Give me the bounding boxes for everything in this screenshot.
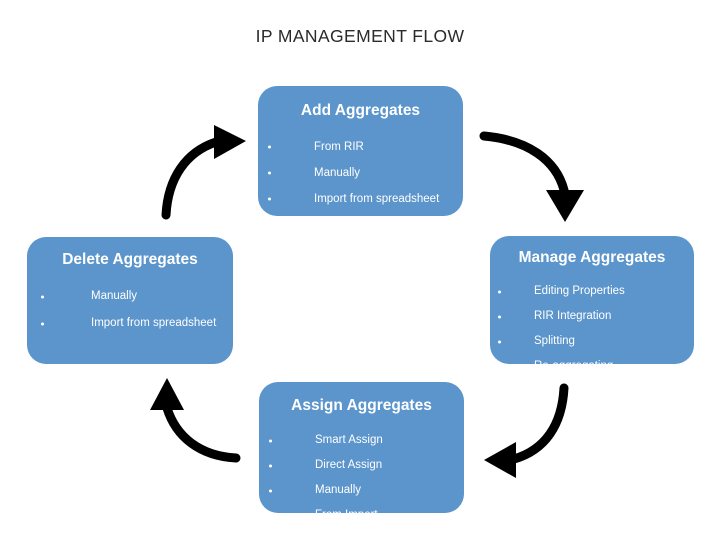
- arrow-add-to-manage: [479, 131, 584, 222]
- bullet-label: From RIR: [314, 141, 364, 154]
- node-delete-bullets: Manually Import from spreadsheet: [41, 283, 233, 337]
- bullet-label: Editing Properties: [534, 285, 625, 298]
- bullet-label: From Import: [315, 509, 378, 522]
- bullet-dot-icon: [41, 322, 44, 326]
- arrow-assign-to-delete: [150, 378, 241, 463]
- bullet-label: Manually: [314, 167, 361, 180]
- list-item: RIR Integration: [498, 304, 694, 329]
- bullet-label: Direct Assign: [315, 459, 383, 472]
- bullet-dot-icon: [498, 340, 501, 344]
- node-assign-aggregates[interactable]: Assign Aggregates Smart Assign Direct As…: [259, 382, 464, 521]
- bullet-dot-icon: [268, 145, 271, 149]
- node-assign-bullets: Smart Assign Direct Assign Manually From…: [269, 428, 464, 528]
- list-item: Import from spreadsheet: [41, 310, 233, 337]
- bullet-label: Manually: [315, 484, 362, 497]
- page-title: IP MANAGEMENT FLOW: [255, 26, 465, 46]
- list-item: Smart Assign: [269, 428, 464, 453]
- bullet-label: RIR Integration: [534, 310, 612, 323]
- list-item: Splitting: [498, 329, 694, 354]
- bullet-dot-icon: [498, 290, 501, 294]
- bullet-dot-icon: [498, 365, 501, 369]
- bullet-dot-icon: [268, 197, 271, 201]
- node-manage-aggregates[interactable]: Manage Aggregates Editing Properties RIR…: [490, 236, 694, 372]
- list-item: From RIR: [268, 134, 463, 160]
- bullet-label: Manually: [91, 290, 138, 303]
- node-manage-title: Manage Aggregates: [518, 249, 666, 266]
- bullet-label: Smart Assign: [315, 434, 383, 447]
- list-item: Manually: [268, 160, 463, 186]
- list-item: Manually: [41, 283, 233, 310]
- bullet-dot-icon: [269, 514, 272, 518]
- bullet-dot-icon: [41, 295, 44, 299]
- bullet-label: Import from spreadsheet: [91, 317, 217, 330]
- node-delete-aggregates[interactable]: Delete Aggregates Manually Import from s…: [27, 237, 233, 364]
- bullet-label: Re-aggregating: [534, 360, 614, 373]
- node-delete-title: Delete Aggregates: [62, 251, 198, 268]
- bullet-dot-icon: [269, 489, 272, 493]
- list-item: Manually: [269, 478, 464, 503]
- bullet-dot-icon: [498, 315, 501, 319]
- arrow-manage-to-assign: [484, 383, 569, 478]
- list-item: Direct Assign: [269, 453, 464, 478]
- node-add-bullets: From RIR Manually Import from spreadshee…: [268, 134, 463, 212]
- bullet-label: Import from spreadsheet: [314, 193, 440, 206]
- node-assign-title: Assign Aggregates: [291, 397, 432, 414]
- list-item: Re-aggregating: [498, 354, 694, 379]
- bullet-label: Splitting: [534, 335, 575, 348]
- bullet-dot-icon: [268, 171, 271, 175]
- bullet-dot-icon: [269, 439, 272, 443]
- bullet-dot-icon: [269, 464, 272, 468]
- node-manage-bullets: Editing Properties RIR Integration Split…: [498, 279, 694, 379]
- arrow-delete-to-add: [161, 125, 246, 220]
- list-item: From Import: [269, 503, 464, 528]
- node-add-title: Add Aggregates: [300, 102, 421, 119]
- list-item: Editing Properties: [498, 279, 694, 304]
- list-item: Import from spreadsheet: [268, 186, 463, 212]
- node-add-aggregates[interactable]: Add Aggregates From RIR Manually Import …: [258, 86, 463, 216]
